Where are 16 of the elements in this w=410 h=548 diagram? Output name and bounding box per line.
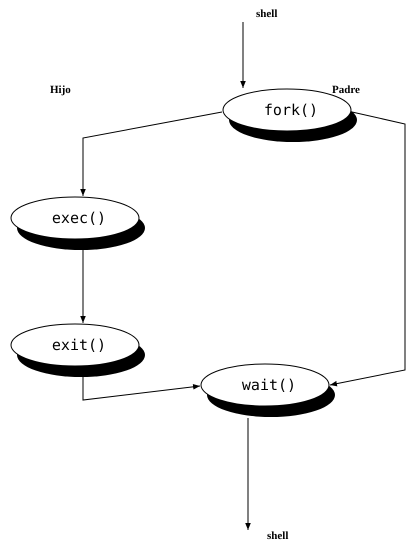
edge-label: Hijo <box>50 84 71 96</box>
arrow <box>80 248 86 324</box>
arrow <box>82 376 200 401</box>
function-name: fork() <box>262 101 320 119</box>
process-label: shell <box>238 8 286 22</box>
function-name: exec() <box>50 209 108 227</box>
process-ellipse <box>10 323 148 378</box>
function-name: wait() <box>240 376 298 394</box>
arrow <box>240 22 246 88</box>
arrow <box>80 112 222 196</box>
process-label: shell <box>243 530 293 544</box>
process-ellipse <box>10 196 148 251</box>
arrow <box>245 418 251 530</box>
arrow <box>330 112 406 386</box>
function-name: exit() <box>50 336 108 354</box>
process-ellipse <box>200 363 338 418</box>
